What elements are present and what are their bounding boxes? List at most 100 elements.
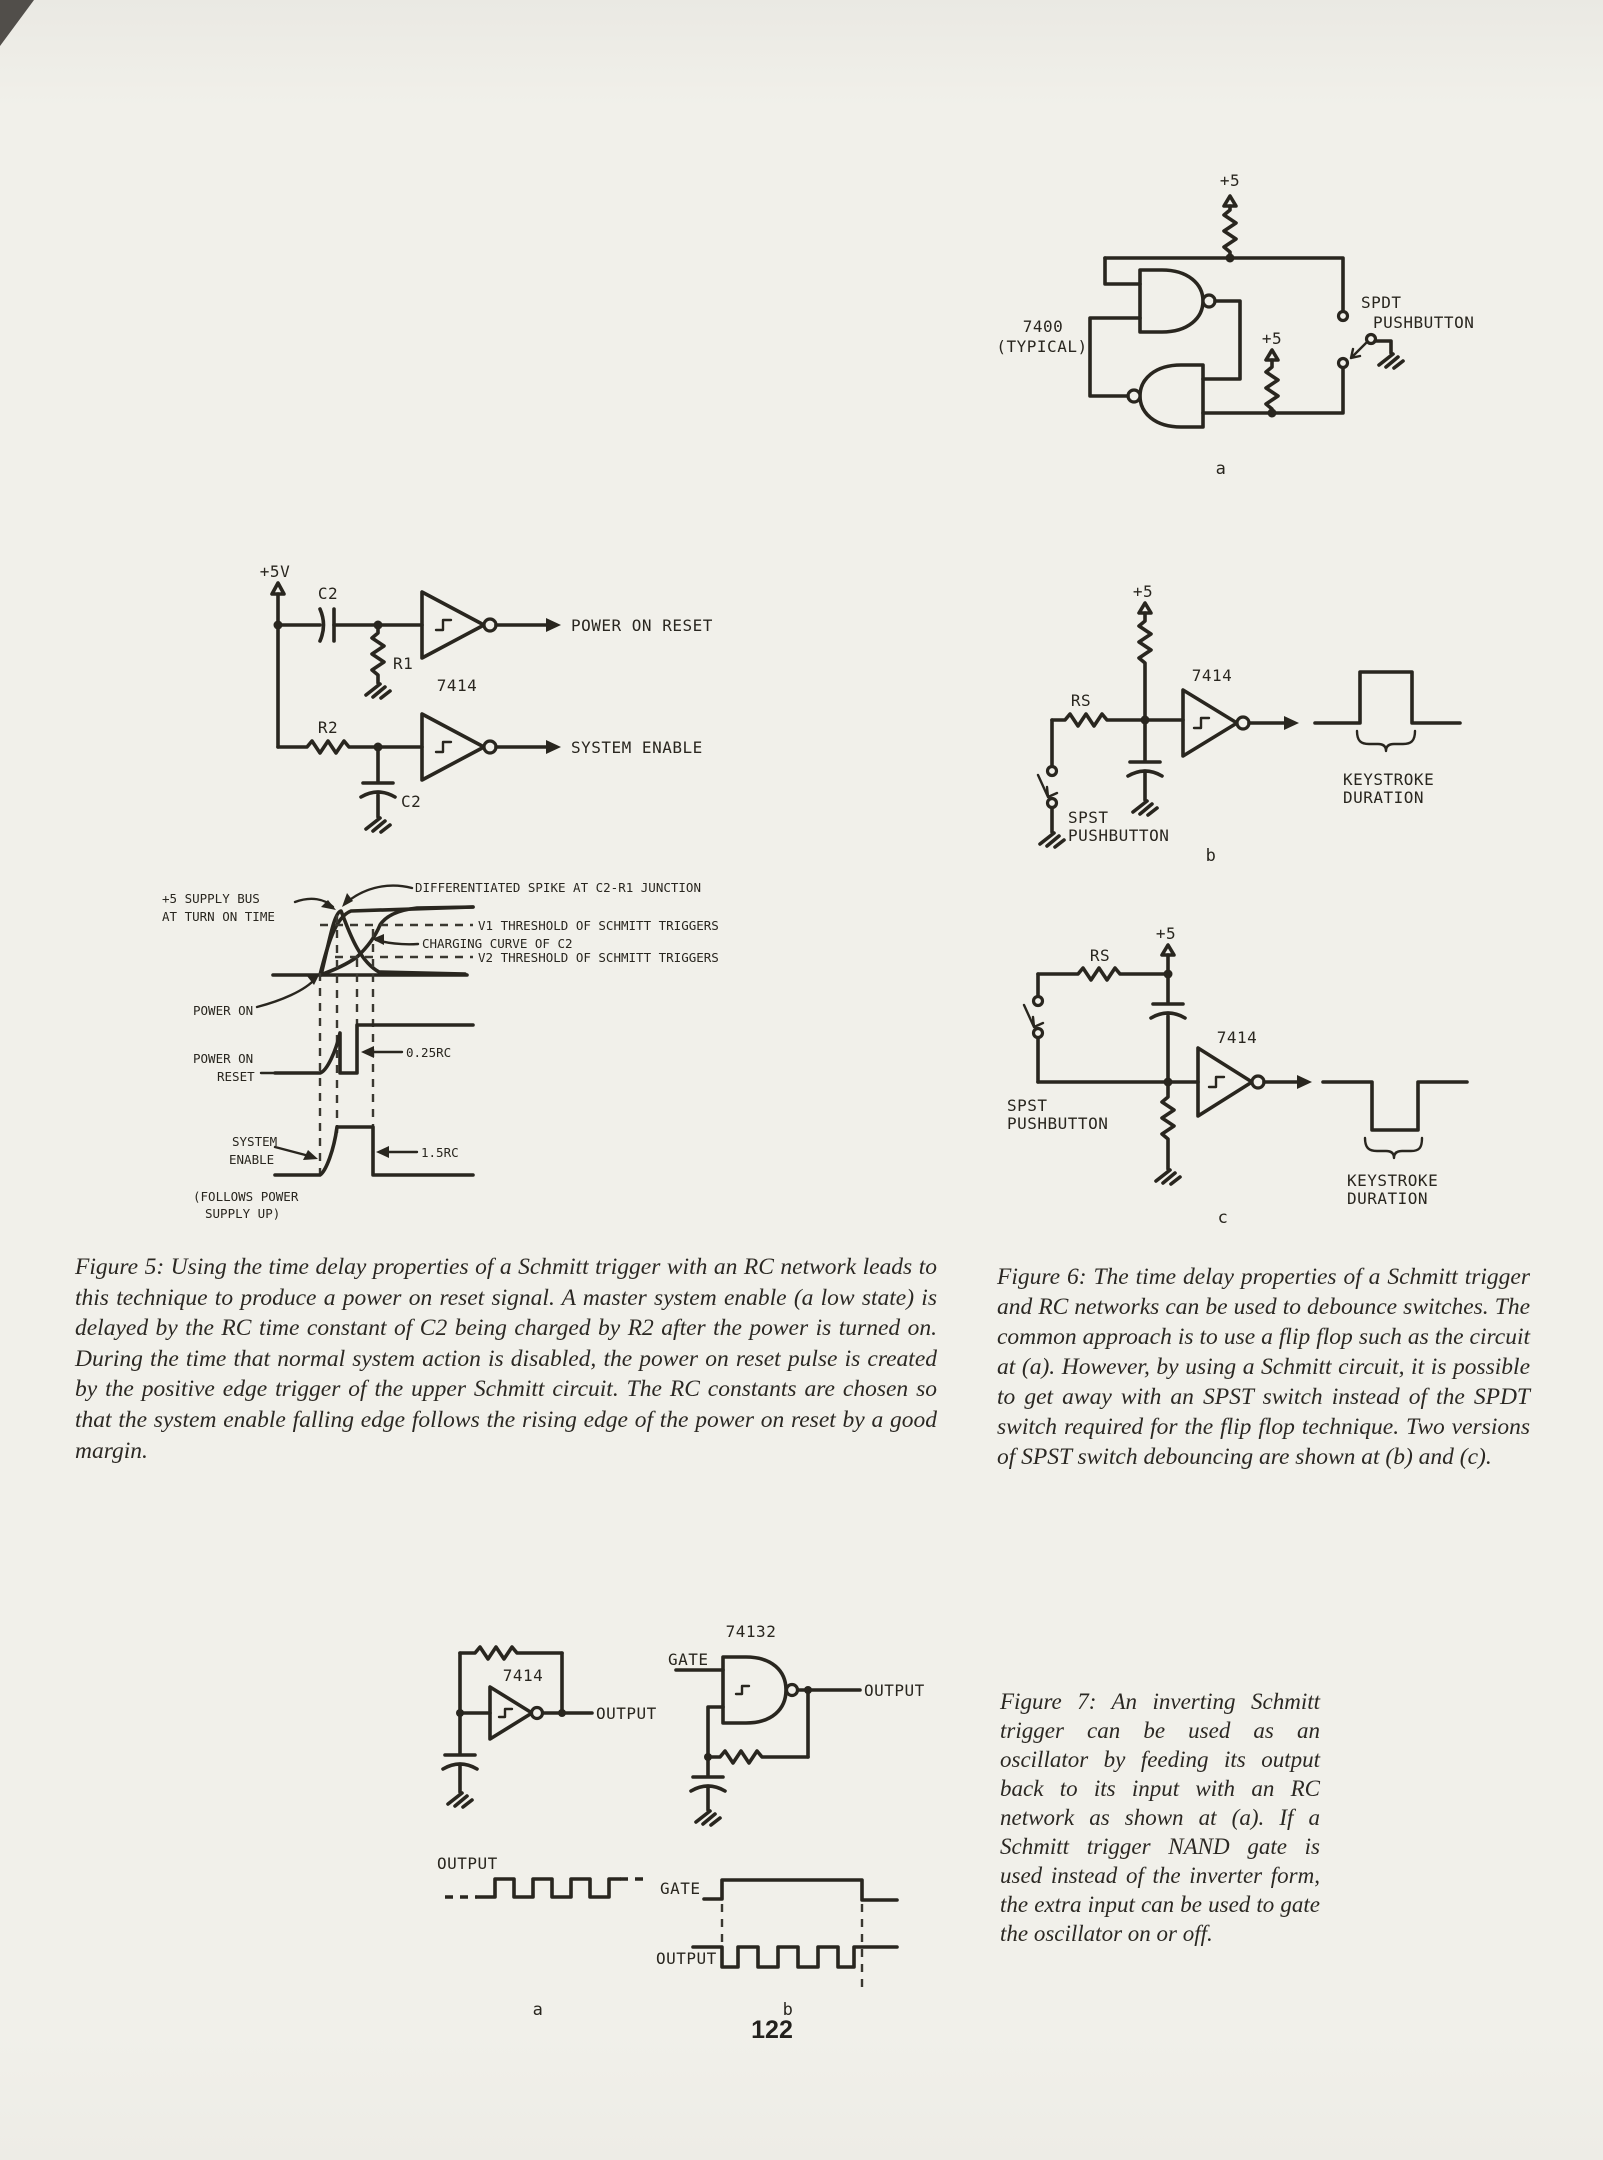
subfigure-tag: a <box>1216 459 1227 479</box>
chip-label: 7414 <box>503 1666 544 1685</box>
switch-label-2: PUSHBUTTON <box>1007 1114 1108 1133</box>
schmitt-inverter-2 <box>420 712 498 782</box>
feedback-input-wire <box>706 1705 725 1759</box>
pulldown-resistor <box>1154 1080 1182 1186</box>
v2-label: V2 THRESHOLD OF SCHMITT TRIGGERS <box>478 950 719 965</box>
figure-5-schematic: +5V C2 R1 POWER ON RESET 7414 R2 <box>260 562 713 834</box>
rc2-annotation: 1.5RC <box>376 1145 459 1160</box>
nand-gated-oscillator: 74132 GATE OUTPUT <box>668 1622 925 1827</box>
keystroke-pulse-waveform <box>1313 670 1462 753</box>
nand-gate-2 <box>1126 363 1205 429</box>
timing-capacitor <box>441 1711 479 1794</box>
spst-pushbutton-switch <box>1036 718 1066 849</box>
switch-label-1: SPST <box>1007 1096 1048 1115</box>
v1-label: V1 THRESHOLD OF SCHMITT TRIGGERS <box>478 918 719 933</box>
subfigure-tag: b <box>1206 846 1217 866</box>
keystroke-label-1: KEYSTROKE <box>1343 770 1434 789</box>
cap-label: C2 <box>318 584 338 603</box>
figure-5-timing-diagram: +5 SUPPLY BUS AT TURN ON TIME DIFFERENTI… <box>162 880 719 1220</box>
supply-curves <box>271 905 475 977</box>
resistor-r1: R1 <box>364 623 413 700</box>
spdt-pushbutton-switch <box>1336 309 1405 370</box>
guide-dashes <box>318 915 375 1180</box>
output-label: OUTPUT <box>864 1681 925 1700</box>
wave-output-label: OUTPUT <box>656 1949 717 1968</box>
wire-set-line <box>1103 256 1345 313</box>
series-capacitor <box>1149 972 1187 1084</box>
resistor-rs: RS <box>1036 946 1170 982</box>
figure-7-schematic: 7414 OUTPUT 74132 GATE OUTPUT OUTPUT <box>437 1622 925 2020</box>
spst-pushbutton-switch <box>1022 972 1045 1084</box>
resistor-rs: RS <box>1050 691 1185 728</box>
scan-corner-artifact <box>0 0 34 46</box>
inverter-oscillator: 7414 OUTPUT <box>441 1645 657 1809</box>
switch-label-2: PUSHBUTTON <box>1373 313 1474 332</box>
se-label-2: ENABLE <box>229 1152 274 1167</box>
wave-output-label: OUTPUT <box>437 1854 498 1873</box>
keystroke-label-2: DURATION <box>1347 1189 1428 1208</box>
se-label-1: SYSTEM <box>232 1134 277 1149</box>
figure-6a-schematic: +5 +5 74 <box>996 171 1474 479</box>
pullup-resistor: +5 <box>1133 582 1153 722</box>
figure-6b-schematic: +5 RS 7414 <box>1036 582 1462 866</box>
timing-capacitor <box>689 1755 727 1812</box>
feedback-resistor <box>706 1749 810 1765</box>
keystroke-pulse-waveform <box>1321 1080 1469 1160</box>
cap-label: C2 <box>401 792 421 811</box>
rc2-label: 1.5RC <box>421 1145 459 1160</box>
schmitt-inverter: 7414 <box>1196 1028 1266 1118</box>
chip-label: 74132 <box>726 1622 777 1641</box>
schmitt-inverter-1 <box>420 590 498 660</box>
rc1-annotation: 0.25RC <box>361 1045 451 1060</box>
debounce-capacitor <box>1126 718 1164 817</box>
subfigure-tag: c <box>1218 1208 1229 1228</box>
capacitor-c2-series: C2 <box>318 584 338 643</box>
chip-label: 7414 <box>1217 1028 1258 1047</box>
keystroke-label-2: DURATION <box>1343 788 1424 807</box>
schmitt-inverter: 7414 <box>1181 666 1251 758</box>
switch-label-1: SPST <box>1068 808 1109 827</box>
switch-label-2: PUSHBUTTON <box>1068 826 1169 845</box>
vcc-label: +5 <box>1262 329 1282 348</box>
pullup-resistor-mid: +5 <box>1262 329 1282 418</box>
vcc-label: +5 <box>1220 171 1240 190</box>
supply-label-1: +5 SUPPLY BUS <box>162 891 260 906</box>
gate-input-label: GATE <box>668 1650 709 1669</box>
waveform-b: GATE OUTPUT b <box>656 1878 899 2020</box>
wire-reset-line <box>1201 366 1345 415</box>
vcc-label: +5V <box>260 562 290 581</box>
power-on-label: POWER ON <box>193 1003 253 1018</box>
wave-gate-label: GATE <box>660 1879 701 1898</box>
wire-cross-couple-1 <box>1201 299 1242 381</box>
keystroke-label-1: KEYSTROKE <box>1347 1171 1438 1190</box>
output-label-system-enable: SYSTEM ENABLE <box>571 738 703 757</box>
charging-label: CHARGING CURVE OF C2 <box>422 936 573 951</box>
leader-arrows <box>255 884 420 1160</box>
chip-label-2: (TYPICAL) <box>996 337 1087 356</box>
resistor-label: RS <box>1071 691 1091 710</box>
resistor-label: R1 <box>393 654 413 673</box>
output-label-power-on-reset: POWER ON RESET <box>571 616 713 635</box>
feedback-resistor <box>458 1645 564 1661</box>
power-on-reset-waveform <box>273 1023 475 1075</box>
resistor-label: RS <box>1090 946 1110 965</box>
switch-label-1: SPDT <box>1361 293 1402 312</box>
page-number: 122 <box>751 2016 793 2044</box>
capacitor-c2-shunt: C2 <box>359 745 421 834</box>
wire-gate1-input <box>1103 256 1142 286</box>
nand-gate-1 <box>1138 268 1217 334</box>
output-label: OUTPUT <box>596 1704 657 1723</box>
figure-6-caption: Figure 6: The time delay properties of a… <box>997 1264 1530 1470</box>
por-label-2: RESET <box>217 1069 255 1084</box>
system-enable-waveform <box>273 1125 475 1177</box>
chip-label: 7400 <box>1023 317 1064 336</box>
rc1-label: 0.25RC <box>406 1045 451 1060</box>
figure-5-caption: Figure 5: Using the time delay propertie… <box>75 1254 937 1464</box>
chip-label: 7414 <box>1192 666 1233 685</box>
waveform-a: OUTPUT a <box>437 1854 646 2020</box>
subfigure-tag: b <box>783 2000 794 2020</box>
subfigure-tag: a <box>533 2000 544 2020</box>
pullup-resistor-top: +5 <box>1220 171 1240 263</box>
chip-label: 7414 <box>437 676 478 695</box>
